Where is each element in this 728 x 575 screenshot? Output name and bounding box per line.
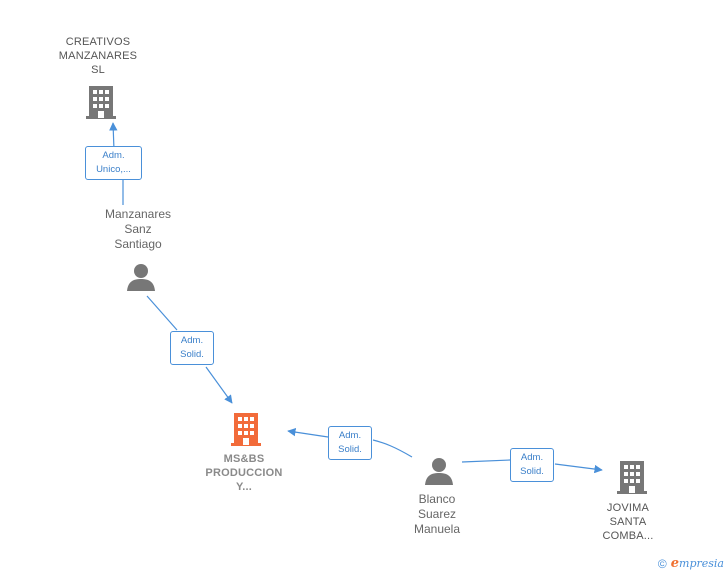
- edge-label-adm-solid[interactable]: Adm. Solid.: [510, 448, 554, 482]
- person-icon[interactable]: [424, 456, 454, 486]
- building-icon-focus[interactable]: [230, 411, 262, 447]
- building-icon[interactable]: [85, 84, 117, 120]
- edge-blanco-to-msbs: [288, 431, 413, 458]
- brand-logo: empresia: [670, 556, 724, 571]
- node-label-creativos: CREATIVOS MANZANARES SL: [58, 36, 138, 76]
- edge-manzanares-to-msbs: [146, 295, 232, 403]
- person-icon[interactable]: [126, 262, 156, 292]
- empresia-watermark: © empresia: [658, 556, 724, 571]
- edge-manzanares-to-creativos: [113, 123, 124, 205]
- edge-label-adm-unico[interactable]: Adm. Unico,...: [85, 146, 142, 180]
- edge-blanco-to-jovima: [461, 459, 602, 470]
- node-label-blanco: Blanco Suarez Manuela: [413, 492, 461, 536]
- node-label-msbs: MS&BS PRODUCCION Y...: [205, 453, 283, 493]
- node-label-manzanares: Manzanares Sanz Santiago: [104, 207, 172, 251]
- node-label-jovima: JOVIMA SANTA COMBA...: [602, 502, 654, 542]
- copyright-icon: ©: [657, 556, 667, 571]
- building-icon[interactable]: [616, 459, 648, 495]
- edge-label-adm-solid[interactable]: Adm. Solid.: [328, 426, 372, 460]
- edge-label-adm-solid[interactable]: Adm. Solid.: [170, 331, 214, 365]
